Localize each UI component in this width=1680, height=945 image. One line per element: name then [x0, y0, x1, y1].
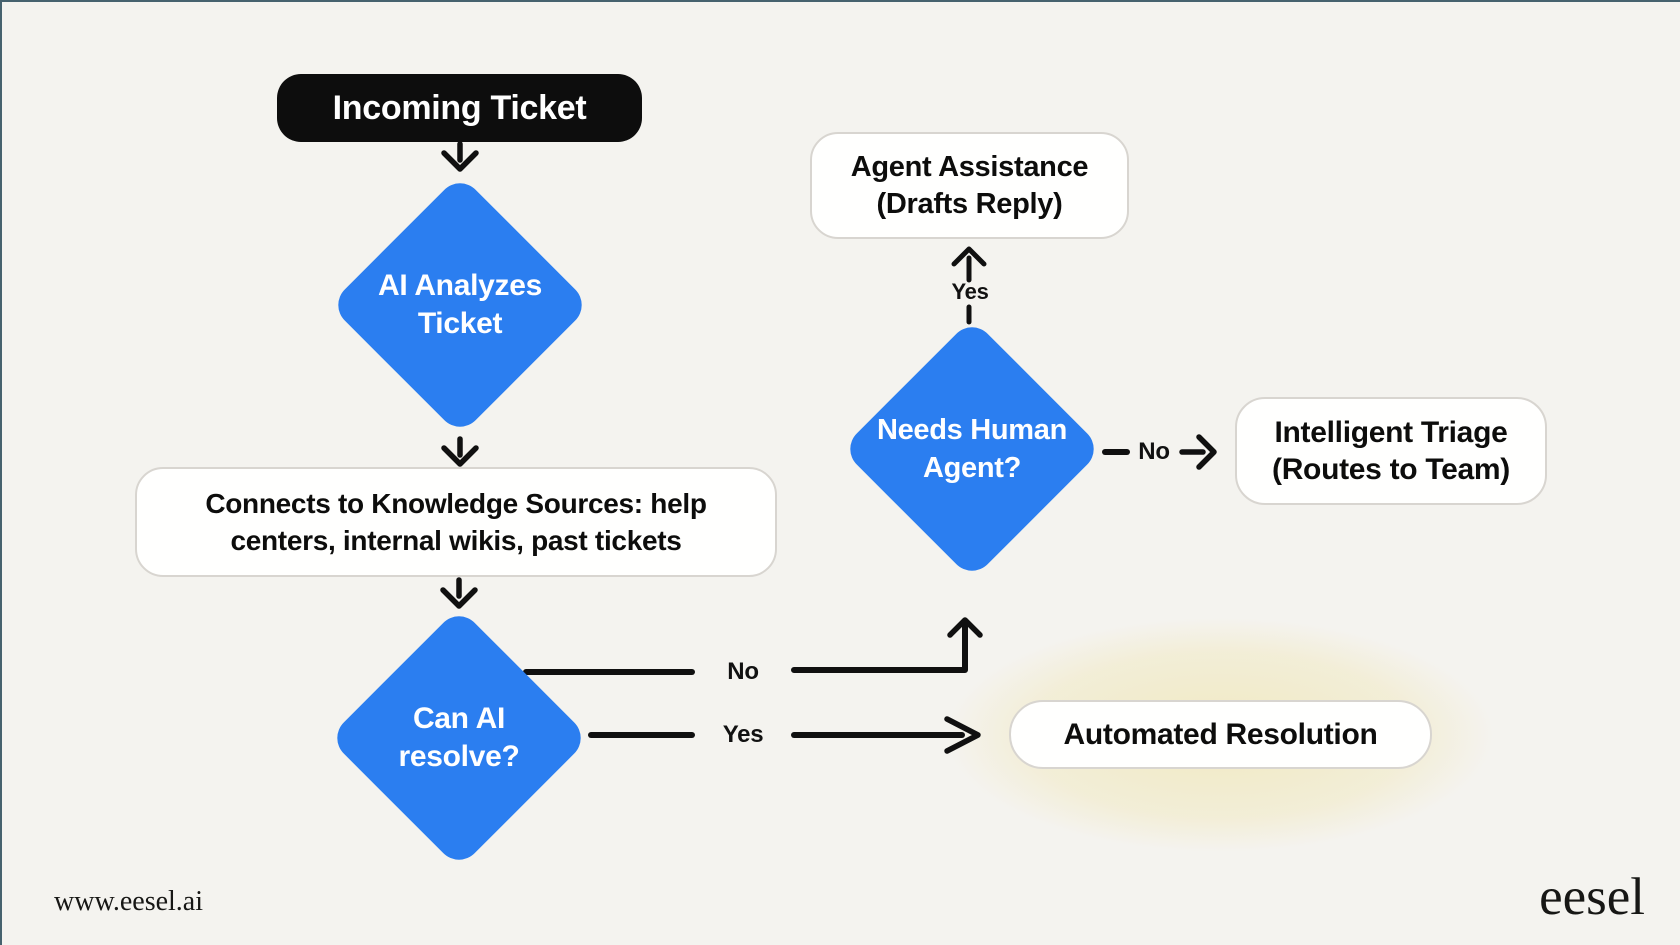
label-line: resolve?: [398, 740, 520, 773]
node-automated-resolution-label: Automated Resolution: [1063, 717, 1378, 751]
node-can-ai-resolve-label: Can AI resolve?: [328, 700, 590, 776]
label-line: Intelligent Triage: [1274, 416, 1508, 449]
arrowhead-right-icon: [944, 716, 981, 754]
label-line: Agent?: [922, 452, 1022, 484]
arrowhead-down-icon: [441, 445, 479, 467]
label-line: Ticket: [417, 307, 503, 340]
node-automated-resolution: Automated Resolution: [1009, 700, 1432, 769]
edge-label-resolve-no: No: [727, 658, 759, 685]
node-intelligent-triage: Intelligent Triage (Routes to Team): [1235, 397, 1547, 505]
label-line: Agent Assistance: [850, 150, 1089, 183]
arrowhead-up-icon: [951, 246, 987, 267]
label-line: (Drafts Reply): [876, 187, 1063, 220]
label-line: (Routes to Team): [1272, 453, 1510, 486]
node-incoming-ticket: Incoming Ticket: [277, 74, 642, 142]
node-ai-analyzes-ticket-label: AI Analyzes Ticket: [329, 267, 591, 343]
edge-label-resolve-yes: Yes: [722, 721, 764, 748]
label-line: Can AI: [412, 702, 506, 735]
label-line: AI Analyzes: [378, 269, 542, 302]
arrowhead-down-icon: [441, 150, 479, 172]
node-needs-human-agent-label: Needs Human Agent?: [841, 411, 1103, 487]
arrowhead-up-icon: [947, 617, 983, 638]
connector-resolve-no-b: [791, 623, 968, 673]
node-incoming-ticket-label: Incoming Ticket: [332, 88, 587, 127]
label-line: Needs Human: [876, 414, 1068, 446]
node-knowledge-sources: Connects to Knowledge Sources: help cent…: [135, 467, 777, 577]
node-can-ai-resolve: Can AI resolve?: [328, 607, 590, 869]
edge-label-human-no: No: [1138, 438, 1170, 465]
footer-site-url: www.eesel.ai: [54, 886, 204, 917]
footer-brand-logo: eesel: [1539, 868, 1645, 926]
arrowhead-right-icon: [1196, 434, 1217, 470]
arrowhead-down-icon: [440, 587, 478, 609]
node-ai-analyzes-ticket: AI Analyzes Ticket: [329, 174, 591, 436]
node-needs-human-agent: Needs Human Agent?: [841, 318, 1103, 580]
label-line: Connects to Knowledge Sources: help: [205, 488, 707, 519]
label-line: centers, internal wikis, past tickets: [230, 525, 682, 556]
node-agent-assistance: Agent Assistance (Drafts Reply): [810, 132, 1129, 239]
edge-label-human-yes: Yes: [951, 279, 989, 304]
